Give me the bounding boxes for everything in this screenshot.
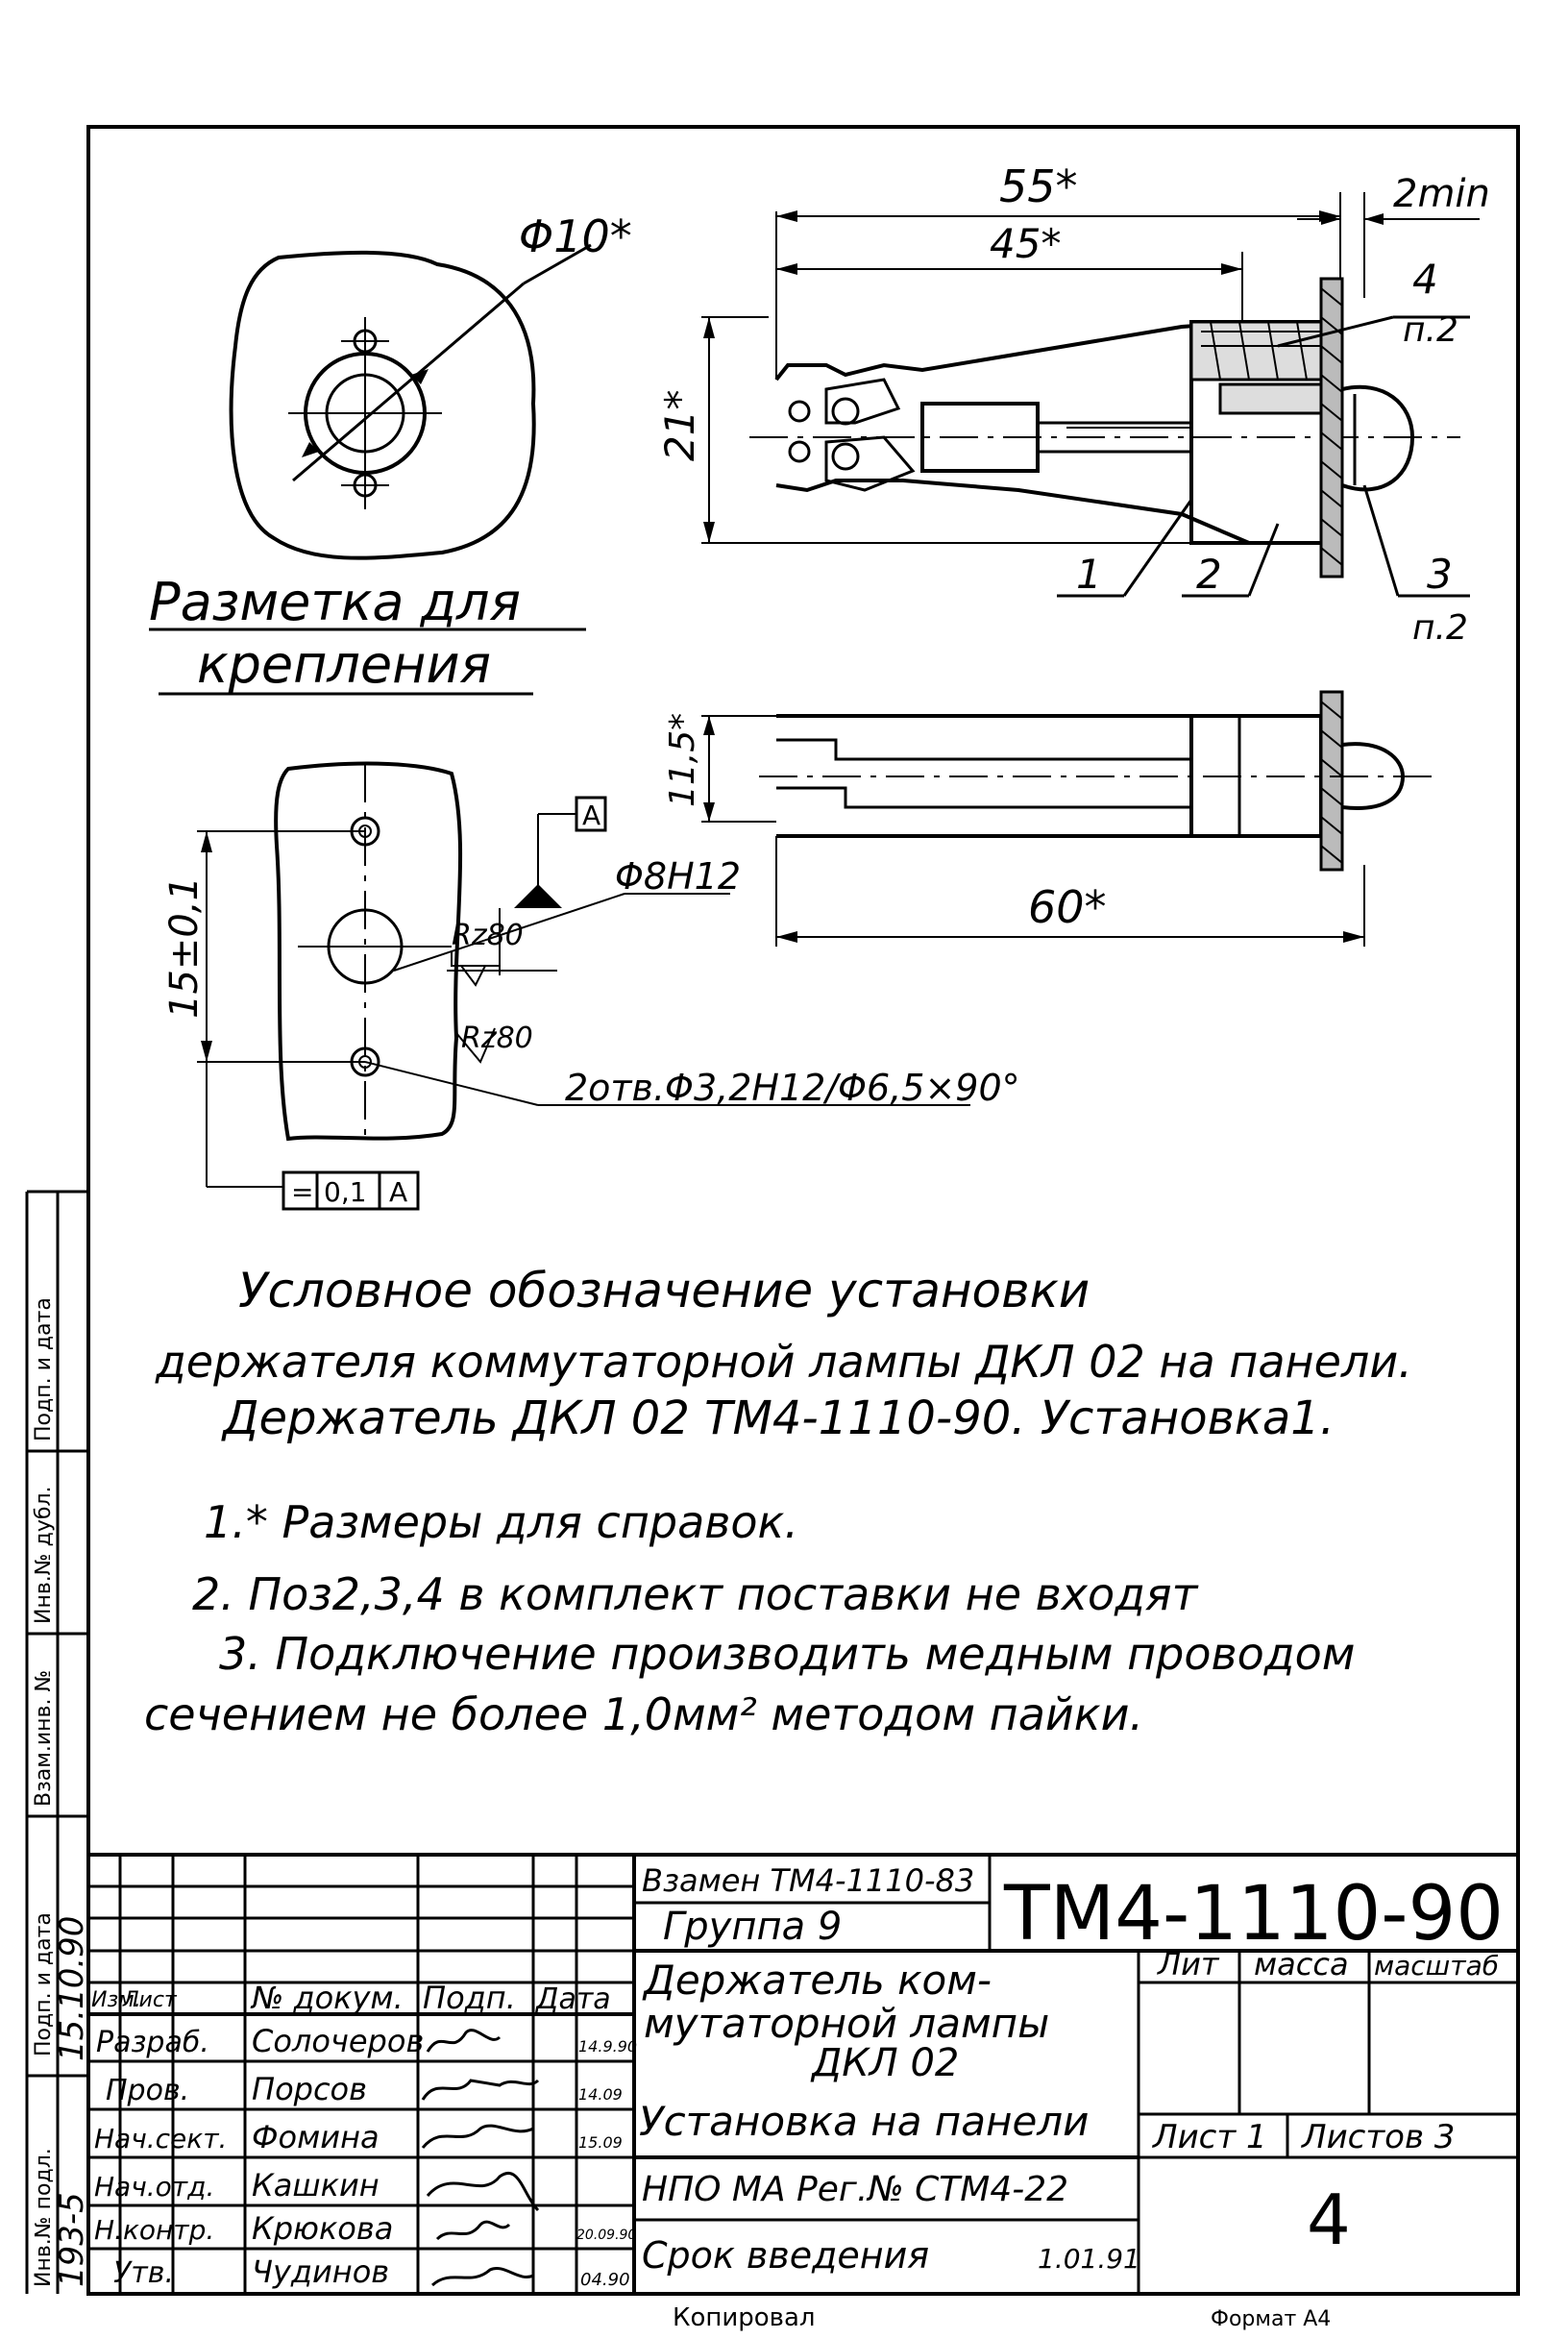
lit-header: Лит <box>1157 1946 1220 1982</box>
name-approved: Чудинов <box>252 2253 389 2290</box>
side-label-sign-date-2: Подп. и дата <box>32 1297 56 1441</box>
tolerance-datum: A <box>389 1176 407 1208</box>
role-dept-head: Нач.отд. <box>94 2171 214 2203</box>
role-norm-control: Н.контр. <box>94 2214 214 2246</box>
tolerance-symbol: = <box>291 1176 313 1208</box>
name-line2: мутаторной лампы <box>644 2000 1049 2047</box>
name-line1: Держатель ком- <box>642 1957 992 2004</box>
dim-2min: 2min <box>1393 172 1490 216</box>
drawing-frame <box>86 125 1520 2296</box>
dim-45: 45* <box>990 220 1061 267</box>
hdr-sign: Подп. <box>423 1980 516 2016</box>
date-sector-head: 15.09 <box>578 2133 623 2152</box>
roughness-1: Rz80 <box>452 919 524 952</box>
marking-view-round <box>229 243 592 560</box>
holder-top-view <box>701 690 1441 947</box>
hdr-list: Лист <box>122 1988 178 2012</box>
hdr-doc: № докум. <box>250 1980 404 2016</box>
date-norm-control: 20.09.90 <box>576 2228 636 2243</box>
page-number: 4 <box>1307 2179 1351 2260</box>
date-approved: 04.90 <box>580 2270 630 2290</box>
signatures <box>421 2029 540 2287</box>
side-label-inv-dup: Инв.№ дубл. <box>32 1486 56 1624</box>
side-label-sign-date-1: Подп. и дата <box>32 1912 56 2056</box>
note-heading-1: Условное обозначение установки <box>238 1263 1090 1318</box>
dim-11-5: 11,5* <box>663 713 702 807</box>
note-item-1: 1.* Размеры для справок. <box>204 1496 798 1548</box>
side-label-replace-inv: Взам.инв. № <box>32 1670 56 1807</box>
callout-4: 4 <box>1412 256 1438 303</box>
date-developer: 14.9.90 <box>578 2037 637 2056</box>
intro-date: 1.01.91 <box>1038 2243 1140 2275</box>
sheets-label: Листов 3 <box>1300 2118 1455 2156</box>
holder-side-view <box>701 192 1480 598</box>
role-sector-head: Нач.сект. <box>94 2123 227 2154</box>
footer-copied: Копировал <box>673 2303 816 2332</box>
side-label-inv-orig: Инв.№ подл. <box>32 2148 56 2287</box>
mass-header: масса <box>1254 1946 1349 1982</box>
note-item-2: 2. Поз2,3,4 в комплект поставки не входя… <box>192 1568 1199 1620</box>
role-checker: Пров. <box>106 2074 189 2107</box>
callout-3-sub: п.2 <box>1412 608 1468 648</box>
holes-note: 2отв.Φ3,2H12/Φ6,5×90° <box>565 1067 1020 1109</box>
date-checker: 14.09 <box>578 2085 623 2104</box>
role-developer: Разраб. <box>96 2026 209 2059</box>
drawing-code: ТМ4-1110-90 <box>1003 1871 1504 1957</box>
side-date-value: 15.10.90 <box>53 1916 91 2061</box>
name-developer: Солочеров <box>252 2023 424 2059</box>
callout-3: 3 <box>1427 551 1453 598</box>
side-inv-value: 193-5 <box>53 2192 91 2287</box>
name-checker: Порсов <box>252 2071 367 2107</box>
side-strip-labels: Инв.№ подл. Подп. и дата Взам.инв. № Инв… <box>32 1297 91 2287</box>
callout-4-sub: п.2 <box>1403 310 1458 350</box>
name-sector-head: Фомина <box>252 2119 380 2155</box>
note-heading-3: Держатель ДКЛ 02 ТМ4-1110-90. Установка1… <box>221 1391 1335 1445</box>
reg-number: НПО МА Рег.№ СТМ4-22 <box>642 2170 1068 2209</box>
dim-phi8: Φ8H12 <box>615 855 741 898</box>
dim-55: 55* <box>999 160 1078 212</box>
callout-2: 2 <box>1196 551 1222 598</box>
marking-title-line1: Разметка для <box>149 572 521 632</box>
side-strip <box>25 1190 88 2294</box>
marking-title-line2: крепления <box>197 634 491 695</box>
hdr-izm: Изм. <box>91 1988 141 2012</box>
name-line3: ДКЛ 02 <box>810 2041 959 2085</box>
sheet-label: Лист 1 <box>1151 2118 1267 2156</box>
dim-15: 15±0,1 <box>162 876 207 1019</box>
name-norm-control: Крюкова <box>252 2210 393 2247</box>
note-heading-2: держателя коммутаторной лампы ДКЛ 02 на … <box>155 1336 1412 1388</box>
group-label: Группа 9 <box>663 1905 842 1949</box>
intro-label: Срок введения <box>642 2234 929 2277</box>
tolerance-value: 0,1 <box>324 1176 367 1208</box>
scale-header: масштаб <box>1374 1950 1499 1982</box>
footer-format: Формат А4 <box>1211 2307 1331 2331</box>
diameter-label-top: Φ10* <box>519 210 632 262</box>
marking-view-plate <box>197 761 970 1211</box>
dim-60: 60* <box>1028 881 1107 933</box>
replaces-label: Взамен ТМ4-1110-83 <box>642 1862 974 1899</box>
title-block-text: Взамен ТМ4-1110-83 Группа 9 ТМ4-1110-90 … <box>91 1862 1504 2290</box>
hdr-date: Дата <box>534 1982 611 2016</box>
title-block-lines <box>88 1853 1518 2294</box>
name-line4: Установка на панели <box>639 2098 1089 2145</box>
name-dept-head: Кашкин <box>252 2167 380 2204</box>
callout-1: 1 <box>1076 551 1102 598</box>
dim-21: 21* <box>656 390 703 461</box>
note-item-3b: сечением не более 1,0мм² методом пайки. <box>144 1688 1143 1740</box>
note-item-3: 3. Подключение производить медным провод… <box>219 1628 1355 1680</box>
notes-block: Условное обозначение установки держателя… <box>144 1263 1412 1740</box>
datum-a-label: A <box>582 800 600 831</box>
roughness-2: Rz80 <box>461 1022 533 1055</box>
role-approved: Утв. <box>113 2256 174 2290</box>
